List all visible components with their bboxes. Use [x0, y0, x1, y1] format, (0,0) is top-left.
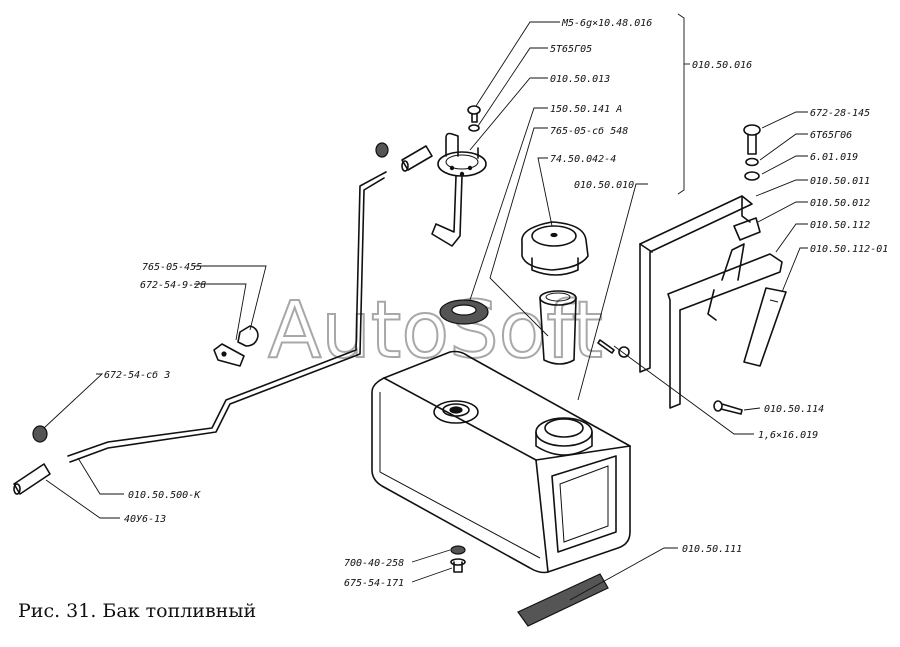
filler-gasket — [439, 299, 489, 325]
label-010-50-112-01: 010.50.112-01 — [810, 244, 888, 255]
label-672-28-145: 672-28-145 — [810, 108, 870, 119]
label-150-50-141a: 150.50.141 А — [550, 104, 622, 115]
label-010-50-112: 010.50.112 — [810, 220, 870, 231]
label-672-54-sb3: 672-54-сб 3 — [104, 369, 170, 381]
label-010-50-500k: 010.50.500-К — [128, 490, 201, 501]
strap-bolt — [743, 124, 761, 181]
label-40u6-13: 40У6-13 — [124, 514, 166, 525]
label-6t65g06: 6Т65Г06 — [810, 130, 852, 141]
label-700-40-258: 700-40-258 — [344, 558, 404, 569]
fuel-tank — [371, 350, 631, 574]
pipe-top-nut — [375, 142, 389, 158]
filler-tube — [539, 290, 577, 365]
label-010-50-012: 010.50.012 — [810, 198, 870, 209]
label-010-50-111: 010.50.111 — [682, 544, 742, 555]
leader-lines — [43, 13, 808, 601]
fuel-hose — [13, 463, 51, 495]
pipe-bottom-nut — [32, 425, 48, 443]
label-675-54-171: 675-54-171 — [344, 578, 404, 589]
label-74-50-042: 74.50.042-4 — [550, 154, 616, 165]
fuel-level-sender — [431, 132, 487, 247]
sender-screw — [467, 105, 481, 132]
cotter-pin — [597, 339, 615, 354]
figure-caption: Рис. 31. Бак топливный — [18, 600, 257, 622]
label-765-05-455: 765-05-455 — [142, 262, 202, 273]
label-5t65g05: 5Т65Г05 — [550, 44, 592, 55]
filler-cap — [521, 221, 589, 276]
part-labels: М5-6g×10.48.016 5Т65Г05 010.50.013 010.5… — [104, 18, 888, 589]
pipe-top-sleeve — [401, 145, 433, 172]
strap-pin — [713, 400, 743, 415]
pipe-clamp — [213, 325, 259, 367]
tank-strap-011 — [618, 195, 753, 373]
strap-pad-112-01 — [743, 287, 787, 367]
label-6-01-019: 6.01.019 — [810, 152, 858, 163]
felt-pad — [517, 573, 609, 627]
label-010-50-010: 010.50.010 — [574, 180, 634, 191]
drain-plug — [450, 545, 466, 573]
label-010-50-011: 010.50.011 — [810, 176, 870, 187]
tank-strap-112 — [667, 217, 783, 409]
label-010-50-114: 010.50.114 — [764, 404, 824, 415]
label-010-50-013: 010.50.013 — [550, 74, 610, 85]
label-765-05-548: 765-05-сб 548 — [550, 125, 628, 137]
fuel-line-pipe — [67, 171, 387, 463]
label-672-54-9-28: 672-54-9-28 — [140, 280, 206, 291]
label-010-50-016: 010.50.016 — [692, 60, 752, 71]
label-1-6x16-019: 1,6×16.019 — [758, 430, 818, 441]
label-m5: М5-6g×10.48.016 — [561, 18, 652, 29]
